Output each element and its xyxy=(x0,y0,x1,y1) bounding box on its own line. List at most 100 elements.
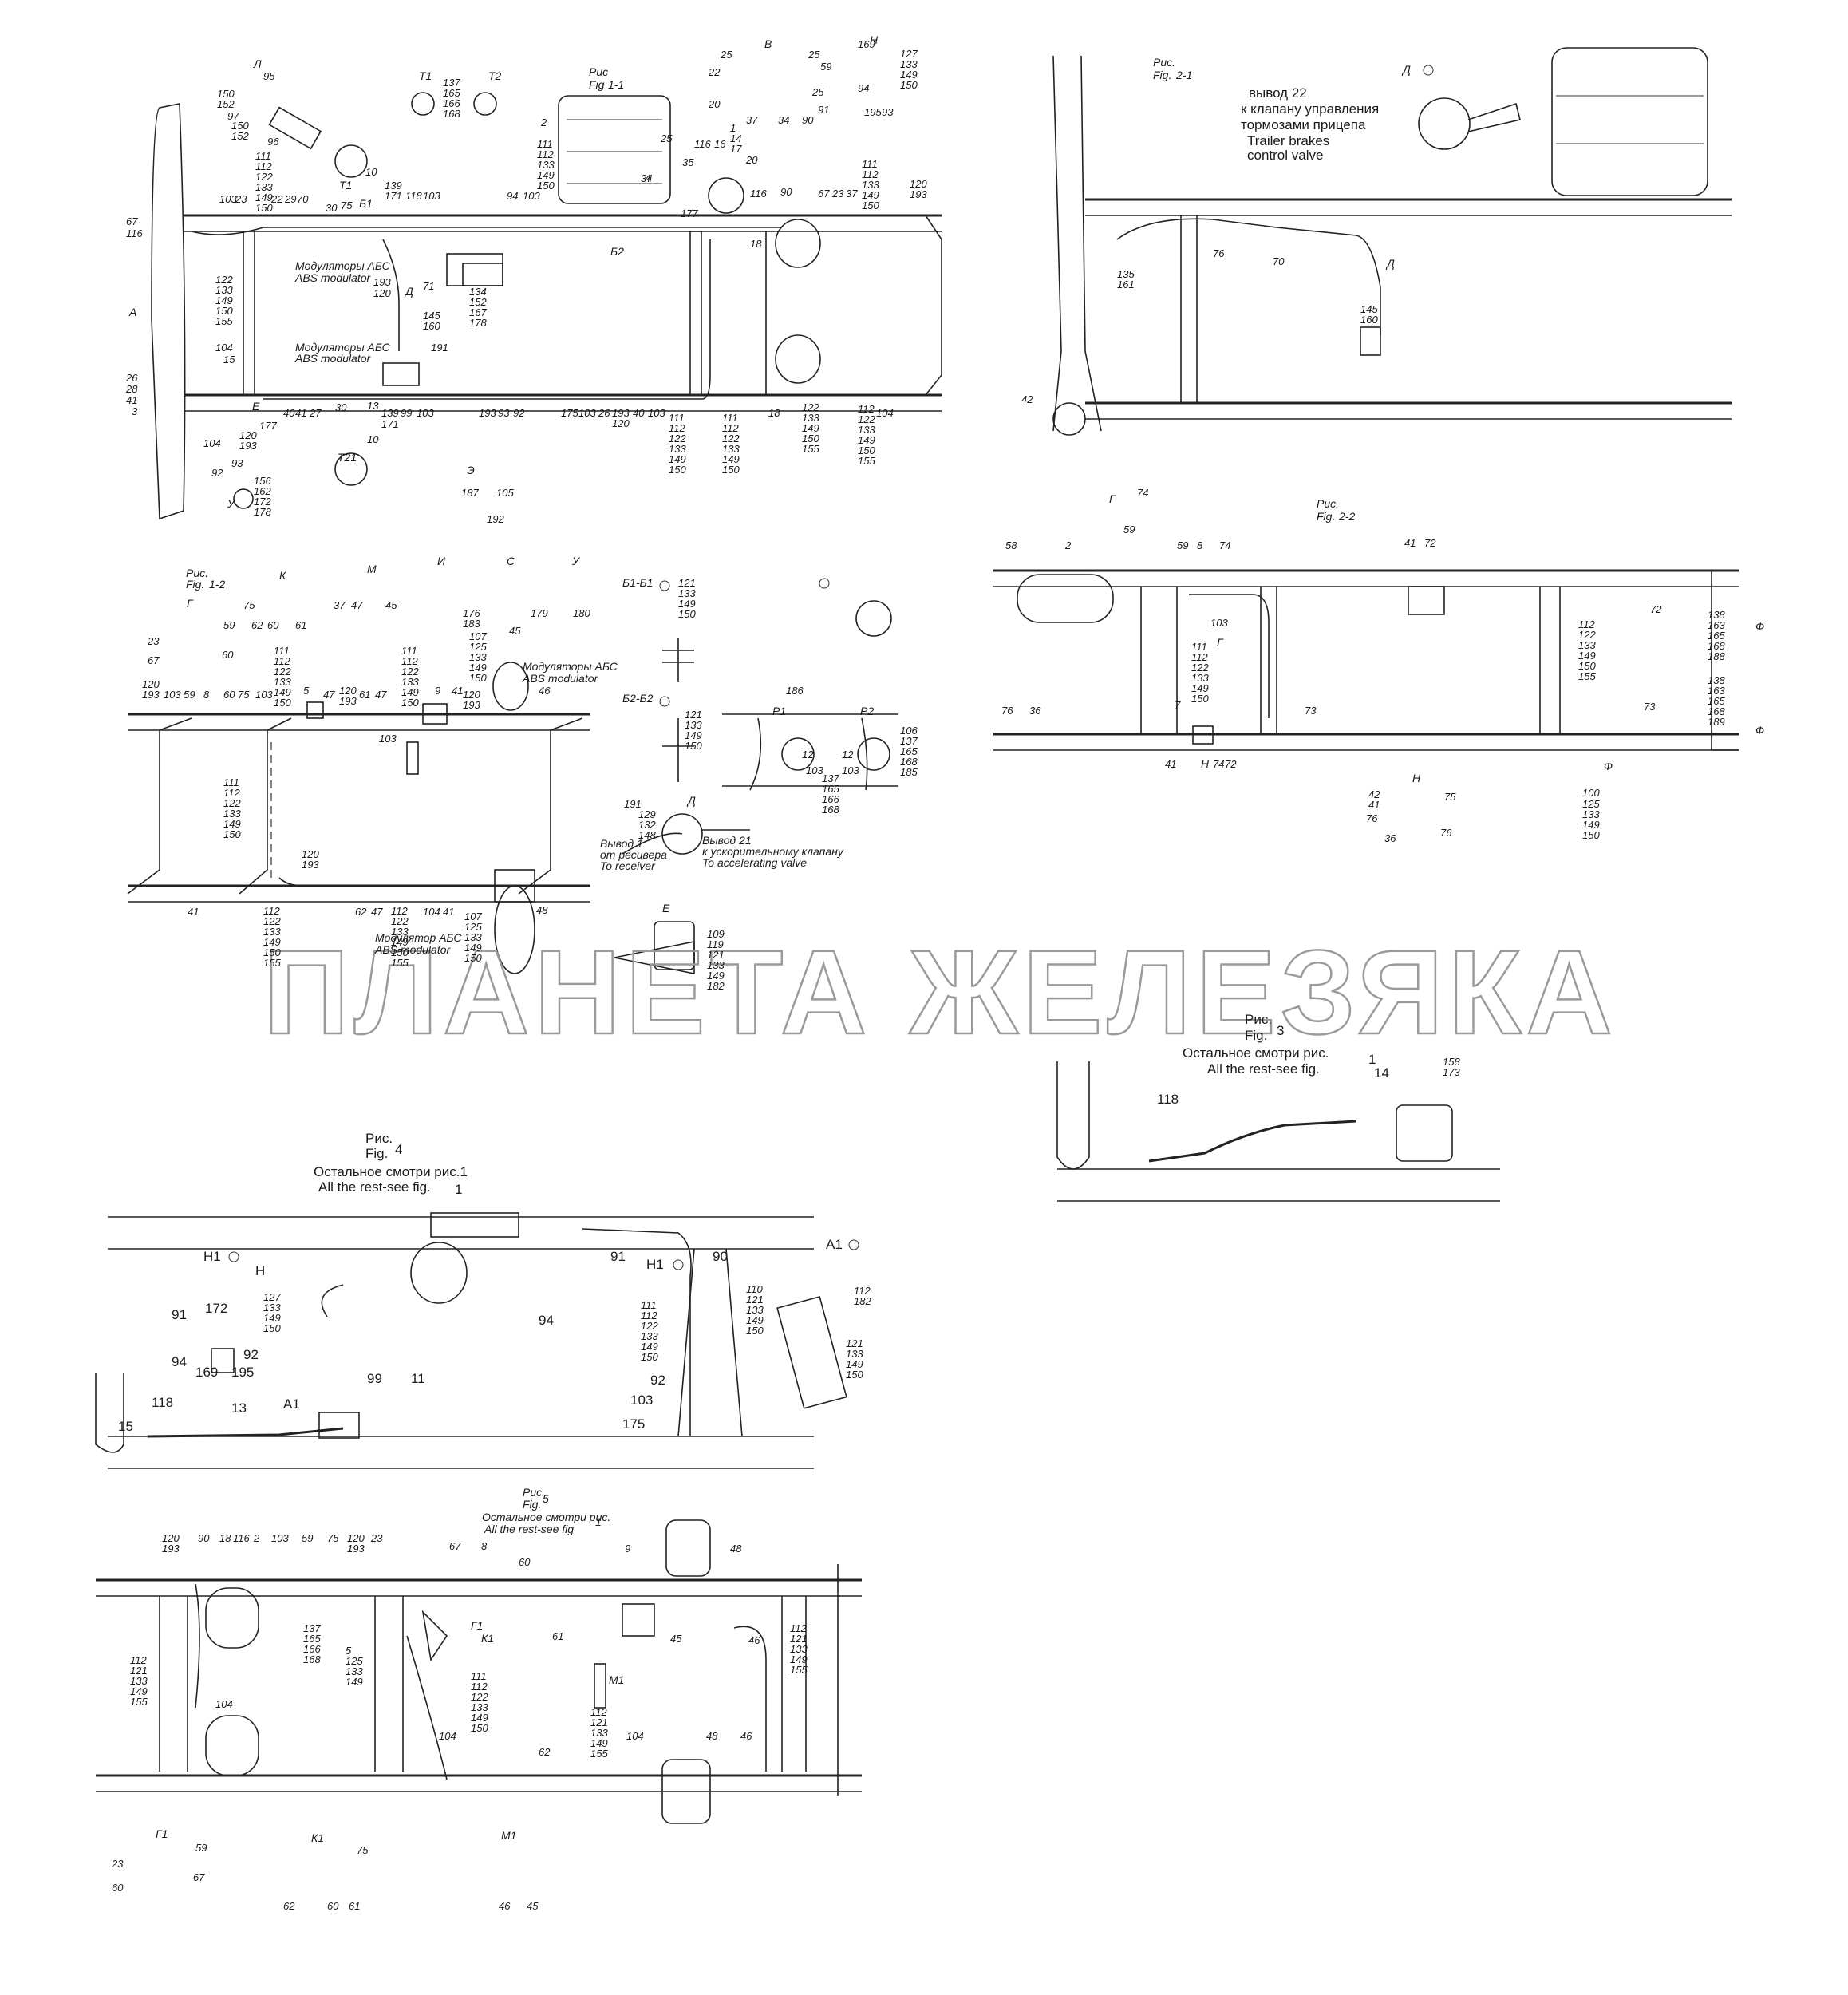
pn: 120 xyxy=(302,848,319,860)
pn: 2 xyxy=(253,1532,260,1544)
pn: 95 xyxy=(263,70,275,82)
pn: 72 xyxy=(1424,537,1436,549)
pn: 193 xyxy=(910,188,927,200)
pn: 104 xyxy=(423,906,440,918)
fig2-1-note-en-2: control valve xyxy=(1247,148,1323,163)
stack-part-number: 150 xyxy=(858,444,875,456)
fig4-rest-en: All the rest-see fig. xyxy=(318,1179,431,1195)
stack-part-number: 168 xyxy=(900,756,918,768)
figure-5 xyxy=(96,1519,862,1824)
figure-4 xyxy=(95,1212,847,1469)
pn: 70 xyxy=(1273,255,1285,267)
pn: 94 xyxy=(507,190,518,202)
stack-part-number: 122 xyxy=(274,666,291,678)
stack-part-number: 121 xyxy=(707,949,725,961)
stack-part-number: 182 xyxy=(707,980,725,992)
pn: 75 xyxy=(238,689,250,701)
pn: 41 xyxy=(188,906,199,918)
pn: 93 xyxy=(231,457,243,469)
pn: 34 xyxy=(778,114,789,126)
pn: 67 xyxy=(126,215,138,227)
view-letter-H2: Н xyxy=(1201,757,1210,770)
pn: 103 xyxy=(648,407,665,419)
stack-part-number: 122 xyxy=(223,797,241,809)
fig4-rest-ru: Остальное смотри рис.1 xyxy=(314,1164,468,1179)
pn: 186 xyxy=(786,685,804,697)
stack-part-number: 133 xyxy=(846,1348,863,1360)
pn: 5 xyxy=(303,685,310,697)
stack-part-number: 5 xyxy=(346,1645,352,1657)
stack-part-number: 112 xyxy=(391,905,408,917)
pn: 25 xyxy=(660,132,673,144)
stack-part-number: 107 xyxy=(464,911,482,922)
pn: 103 xyxy=(1210,617,1228,629)
fig1-1-number: 1-1 xyxy=(608,78,624,91)
pn: 72 xyxy=(1650,603,1662,615)
pn: 75 xyxy=(341,200,353,211)
stack-part-number: 149 xyxy=(802,422,819,434)
stack-part-number: 149 xyxy=(858,434,875,446)
outlet21-en: To accelerating valve xyxy=(702,856,807,869)
stack-part-number: 121 xyxy=(130,1665,148,1677)
pn: 8 xyxy=(481,1540,488,1552)
stack-part-number: 133 xyxy=(223,808,241,820)
stack-part-number: 158 xyxy=(1443,1056,1460,1068)
stack-part-number: 111 xyxy=(669,412,685,424)
fig2-2-caption-en: Fig. xyxy=(1317,510,1335,523)
pn: 46 xyxy=(499,1900,511,1912)
pn: 145 xyxy=(423,310,440,322)
stack-part-number: 133 xyxy=(858,424,875,436)
stack-part-number: 133 xyxy=(669,443,686,455)
stack-part-number: 133 xyxy=(790,1643,808,1655)
pn: 73 xyxy=(1305,705,1317,717)
pn: 116 xyxy=(233,1532,250,1544)
stack-part-number: 122 xyxy=(641,1320,658,1332)
stack-part-number: 168 xyxy=(303,1653,321,1665)
stack-part-number: 122 xyxy=(722,433,740,444)
pn: 103 xyxy=(271,1532,289,1544)
stack-part-number: 133 xyxy=(255,181,273,193)
pn: 60 xyxy=(222,649,234,661)
pn: 91 xyxy=(610,1249,626,1264)
view-letter-G2: Г xyxy=(1109,492,1116,505)
pn: 74 xyxy=(1137,487,1148,499)
stack-part-number: 133 xyxy=(722,443,740,455)
stack-part-number: 112 xyxy=(1578,618,1595,630)
view-letter-K: К xyxy=(279,569,286,582)
view-letter-D2: Д xyxy=(686,794,696,807)
view-letter-T1-2: Т1 xyxy=(339,179,352,192)
stack-part-number: 135 xyxy=(1117,268,1135,280)
pn: 37 xyxy=(334,599,346,611)
pn: 193 xyxy=(479,407,496,419)
view-letter-U2: У xyxy=(571,555,581,567)
stack-part-number: 150 xyxy=(274,697,291,709)
outlet1-en: To receiver xyxy=(600,859,656,872)
pn: 9 xyxy=(435,685,440,697)
pn: 70 xyxy=(297,193,309,205)
stack-part-number: 155 xyxy=(790,1664,808,1676)
pn: 59 xyxy=(184,689,195,701)
view-letter-U: У xyxy=(227,497,236,510)
stack-part-number: 121 xyxy=(746,1294,764,1306)
pn: 120 xyxy=(612,417,630,429)
pn: 41 xyxy=(1368,799,1380,811)
stack-part-number: 112 xyxy=(862,168,879,180)
pn: 193 xyxy=(339,695,357,707)
pn: 14 xyxy=(730,132,741,144)
abs-note-ru-1: Модуляторы АБС xyxy=(295,259,391,272)
stack-part-number: 150 xyxy=(223,828,241,840)
stack-part-number: 121 xyxy=(590,1716,608,1728)
view-letter-B2: Б2 xyxy=(610,245,624,258)
pn: 120 xyxy=(373,287,391,299)
stack-part-number: 122 xyxy=(1578,629,1596,641)
stack-part-number: 166 xyxy=(822,793,839,805)
pn: 41 xyxy=(1165,758,1176,770)
stack-part-number: 133 xyxy=(469,651,487,663)
stack-part-number: 122 xyxy=(215,274,233,286)
